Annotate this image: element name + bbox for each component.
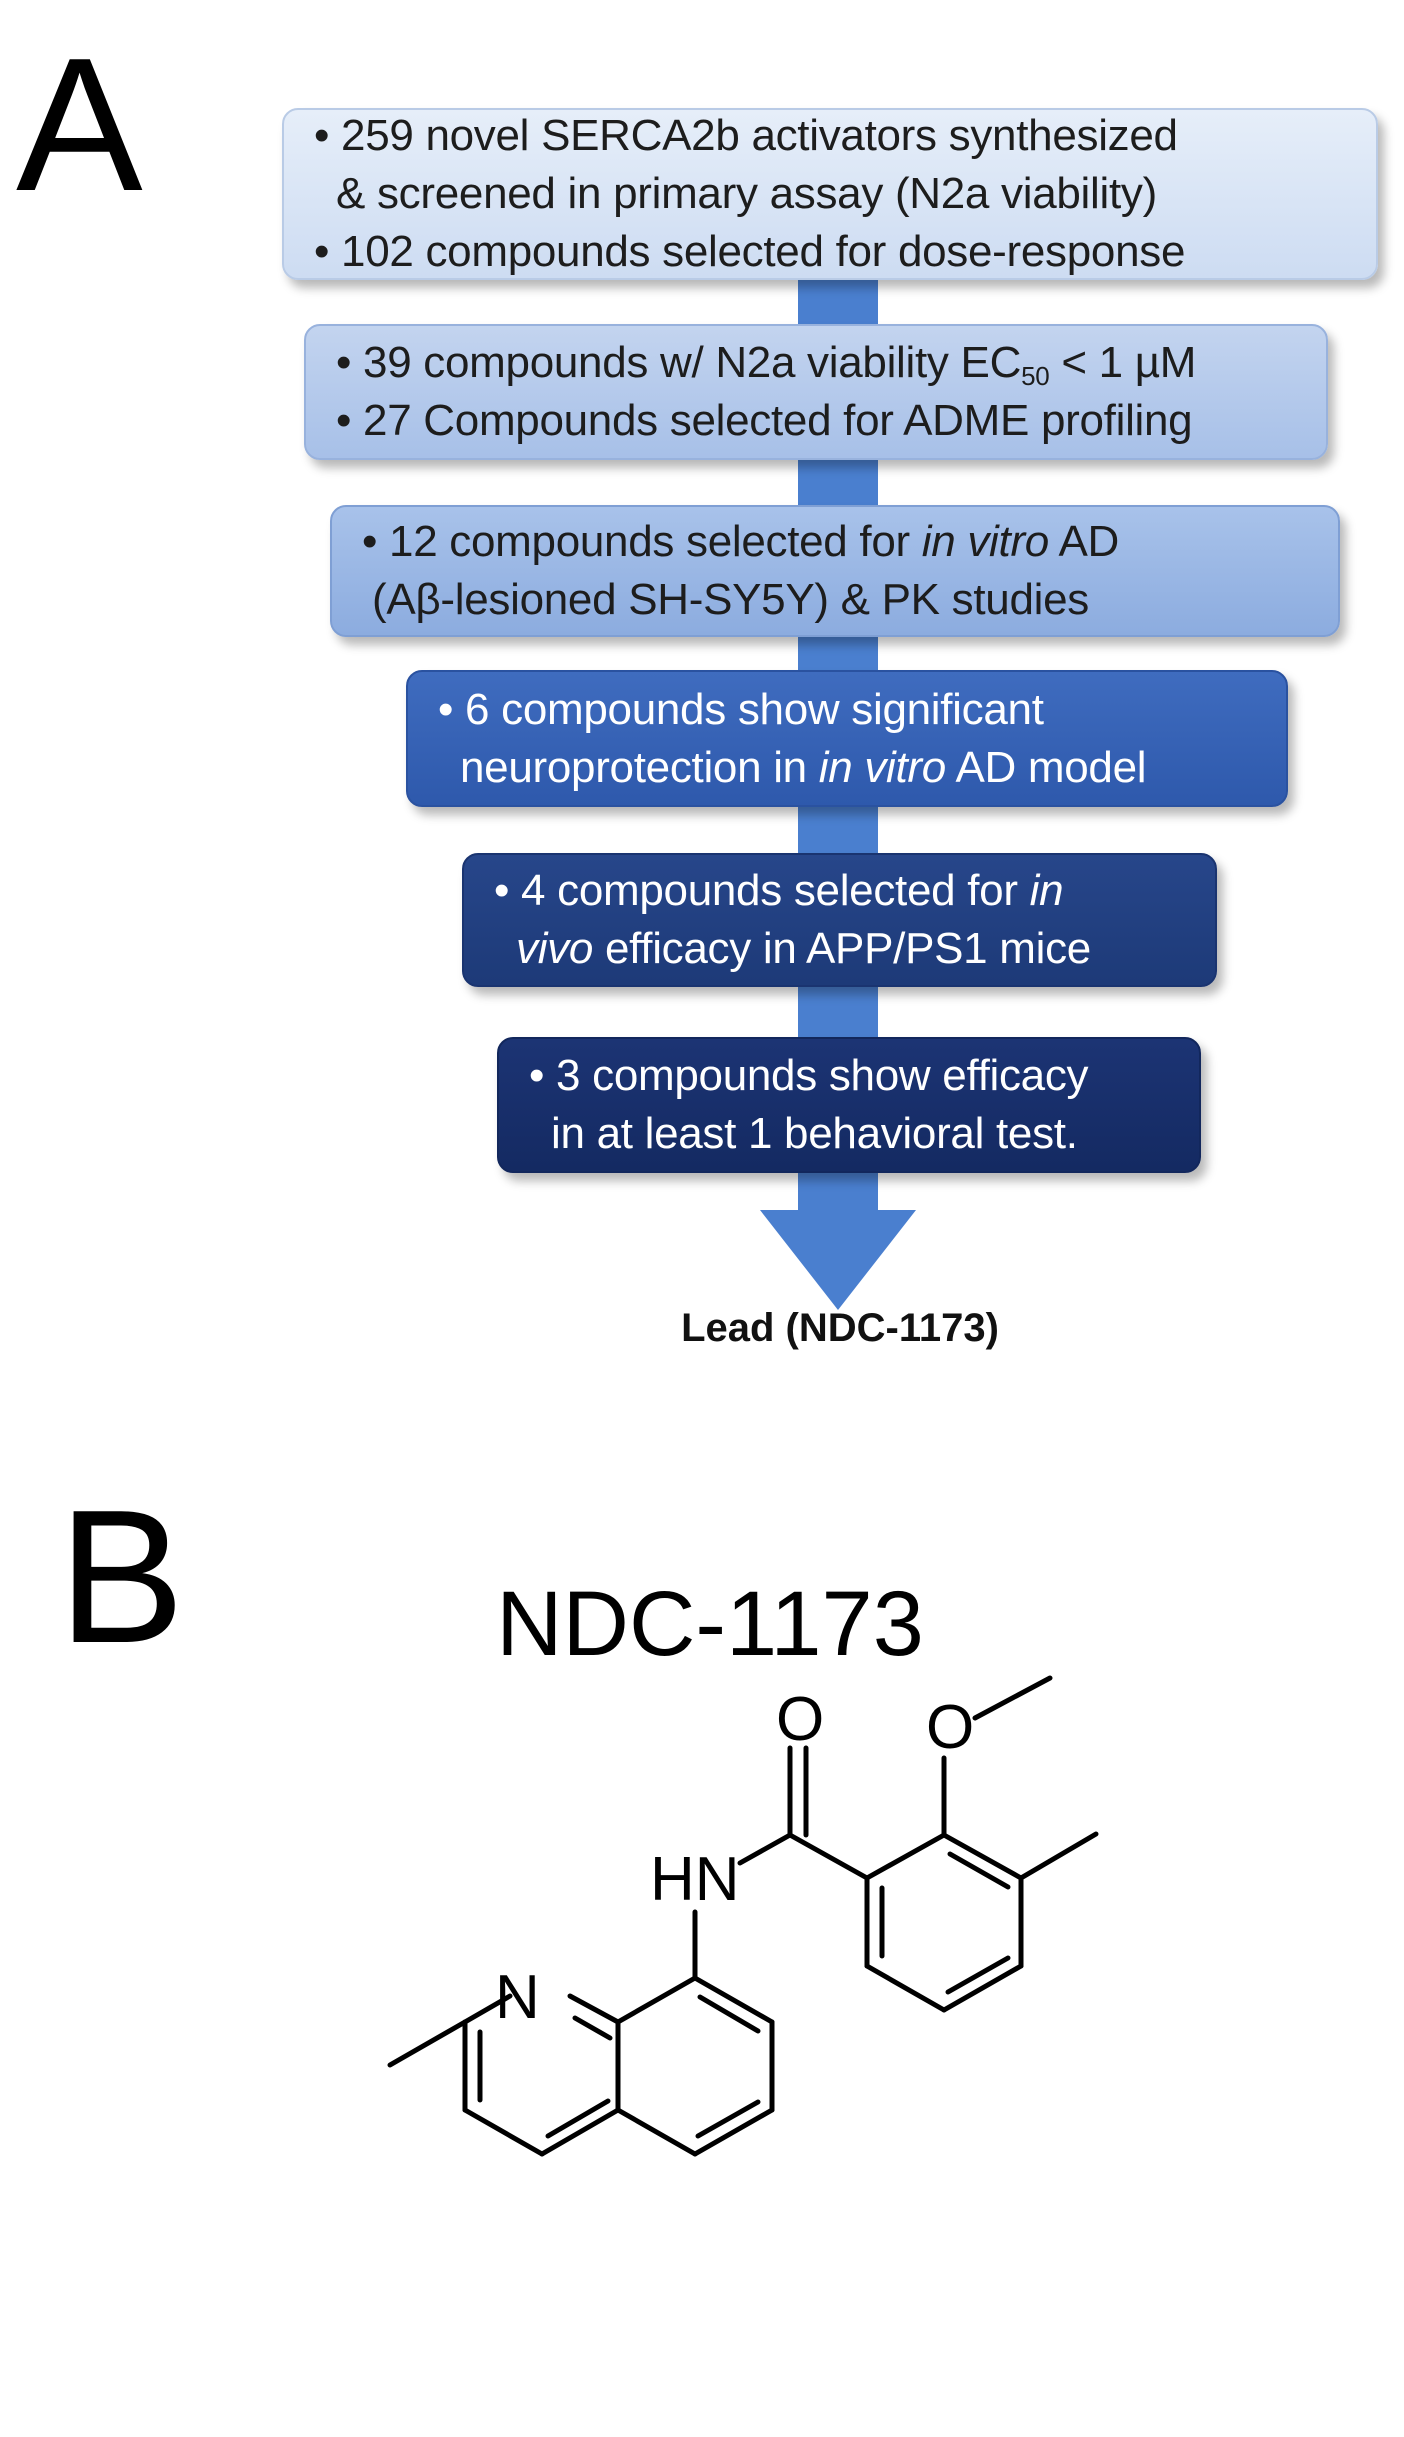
step-6-line-1: • 3 compounds show efficacy (529, 1047, 1173, 1105)
ec50-subscript: 50 (1021, 361, 1050, 391)
step-4-line-2-end: AD model (945, 742, 1147, 792)
panel-label-b: B (58, 1471, 185, 1683)
compound-name: NDC-1173 (496, 1573, 924, 1675)
step-2-line-2: • 27 Compounds selected for ADME profili… (336, 392, 1300, 450)
step-4-line-1-text: • 6 compounds show significant (438, 684, 1044, 734)
ether-oxygen-label: O (926, 1693, 974, 1762)
step-1-line-2: & screened in primary assay (N2a viabili… (314, 165, 1350, 223)
ring-nitrogen-label: N (495, 1963, 540, 2032)
step-5-line-2: vivo efficacy in APP/PS1 mice (494, 920, 1189, 978)
step-4-line-2: neuroprotection in in vitro AD model (438, 739, 1260, 797)
structure-top-bonds (787, 1675, 1053, 1788)
funnel-arrowhead-icon (760, 1210, 916, 1310)
step-4-in-vitro-italic: in vitro (818, 742, 947, 792)
step-1-line-1: • 259 novel SERCA2b activators synthesiz… (314, 107, 1350, 165)
step-2-line-1-threshold: < 1 µM (1049, 338, 1197, 387)
panel-label-a: A (16, 19, 143, 231)
screening-step-4: • 6 compounds show significant neuroprot… (406, 670, 1288, 807)
step-1-line-3: • 102 compounds selected for dose-respon… (314, 223, 1350, 281)
step-3-line-1: • 12 compounds selected for in vitro AD (362, 513, 1312, 571)
structure-top-part: O O (776, 1675, 1053, 1788)
screening-step-1: • 259 novel SERCA2b activators synthesiz… (282, 108, 1378, 280)
step-5-line-2-text: efficacy in APP/PS1 mice (593, 924, 1091, 973)
step-2-line-2-text: • 27 Compounds selected for ADME profili… (336, 396, 1193, 445)
step-2-line-1-text: • 39 compounds w/ N2a viability EC (336, 338, 1022, 387)
amide-nh-label: HN (650, 1845, 740, 1914)
step-1-line-2-text: & screened in primary assay (N2a viabili… (336, 169, 1157, 218)
screening-step-3: • 12 compounds selected for in vitro AD … (330, 505, 1340, 637)
step-3-line-1-end: AD (1048, 517, 1120, 566)
structure-bonds (387, 1760, 1099, 2157)
step-2-line-1: • 39 compounds w/ N2a viability EC50 < 1… (336, 334, 1300, 392)
step-3-in-vitro-italic: in vitro (921, 517, 1050, 566)
step-6-line-2-text: in at least 1 behavioral test. (551, 1109, 1078, 1158)
step-4-line-2-text: neuroprotection in (460, 742, 819, 792)
step-5-vivo-italic: vivo (516, 924, 594, 973)
step-3-line-1-text: • 12 compounds selected for (362, 517, 922, 566)
screening-step-2: • 39 compounds w/ N2a viability EC50 < 1… (304, 324, 1328, 460)
step-5-line-1: • 4 compounds selected for in (494, 862, 1189, 920)
screening-step-5: • 4 compounds selected for in vivo effic… (462, 853, 1217, 987)
step-3-line-2-text: (Aβ-lesioned SH-SY5Y) & PK studies (372, 575, 1089, 624)
step-5-line-1-text: • 4 compounds selected for (494, 866, 1030, 915)
step-1-line-3-text: • 102 compounds selected for dose-respon… (314, 227, 1186, 276)
chemical-structure: N HN (387, 1760, 1099, 2157)
step-6-line-1-text: • 3 compounds show efficacy (529, 1051, 1089, 1100)
screening-step-6: • 3 compounds show efficacy in at least … (497, 1037, 1201, 1173)
step-1-line-1-text: • 259 novel SERCA2b activators synthesiz… (314, 111, 1178, 160)
step-3-line-2: (Aβ-lesioned SH-SY5Y) & PK studies (362, 571, 1312, 629)
lead-compound-label: Lead (NDC-1173) (681, 1306, 999, 1350)
step-5-in-italic: in (1029, 866, 1064, 915)
step-6-line-2: in at least 1 behavioral test. (529, 1105, 1173, 1163)
step-4-line-1: • 6 compounds show significant (438, 681, 1260, 739)
carbonyl-oxygen-label: O (776, 1685, 824, 1754)
